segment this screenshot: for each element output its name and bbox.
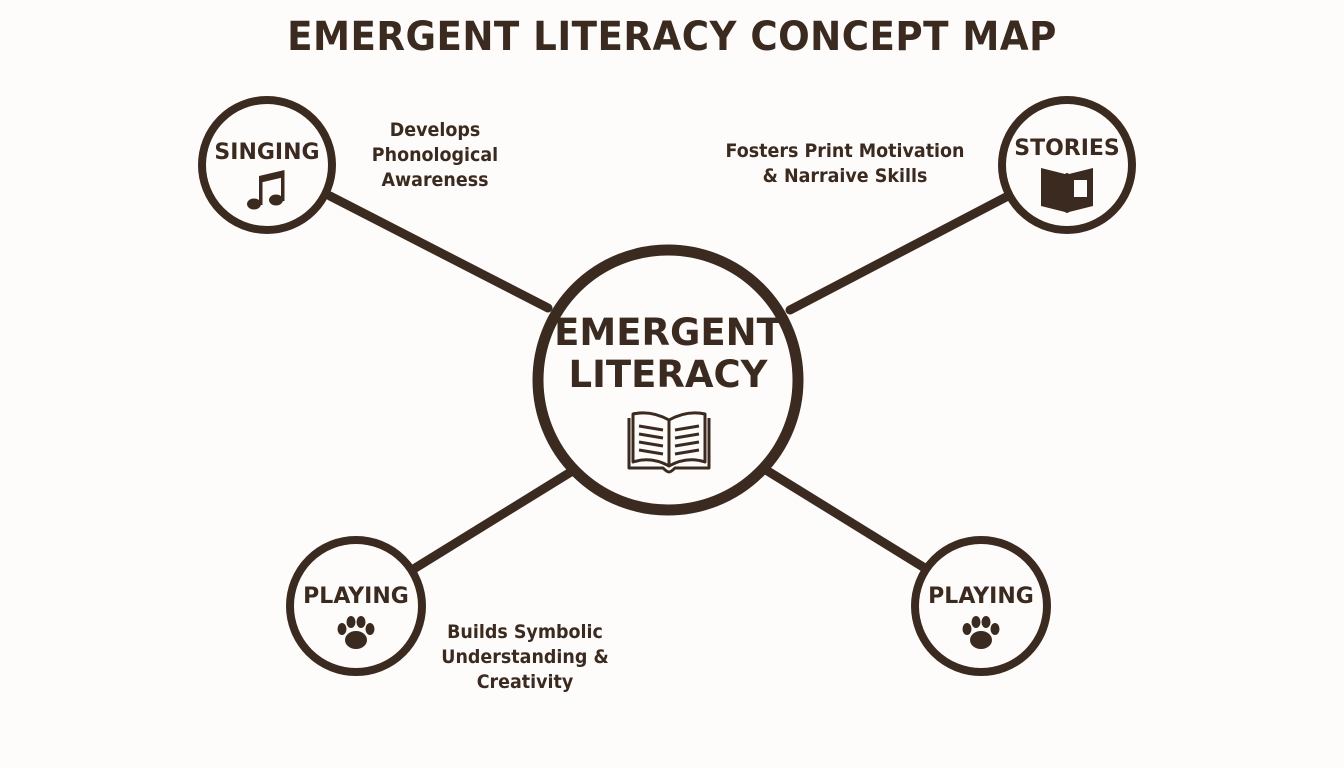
paw-icon bbox=[337, 616, 375, 649]
playing-note-line-3: Creativity bbox=[476, 671, 574, 693]
playing-right-label: PLAYING bbox=[928, 584, 1034, 609]
playing-note-line-1: Builds Symbolic bbox=[447, 621, 603, 643]
open-book-icon bbox=[627, 411, 711, 474]
singing-note: Develops Phonological Awareness bbox=[348, 118, 523, 193]
page-title: EMERGENT LITERACY CONCEPT MAP bbox=[287, 14, 1057, 60]
stories-label: STORIES bbox=[1014, 136, 1120, 161]
playing-left-label: PLAYING bbox=[303, 584, 409, 609]
connector-playing-right bbox=[761, 465, 933, 575]
connector-playing-left bbox=[407, 465, 579, 575]
center-node: EMERGENT LITERACY bbox=[532, 244, 804, 516]
singing-note-line-1: Develops bbox=[389, 119, 481, 141]
connectors bbox=[325, 191, 1013, 575]
book-icon bbox=[1041, 168, 1093, 213]
connector-stories bbox=[785, 191, 1013, 315]
paw-icon bbox=[962, 616, 1000, 649]
singing-label: SINGING bbox=[214, 140, 319, 165]
playing-note-line-2: Understanding & bbox=[441, 646, 609, 668]
playing-right-node: PLAYING bbox=[911, 536, 1051, 676]
stories-node: STORIES bbox=[998, 96, 1136, 234]
center-label-line1: EMERGENT bbox=[554, 311, 782, 354]
connector-singing bbox=[325, 191, 553, 313]
music-note-icon bbox=[247, 170, 285, 210]
singing-note-line-3: Awareness bbox=[381, 169, 489, 191]
stories-note-line-2: & Narraive Skills bbox=[762, 165, 928, 187]
singing-note-line-2: Phonological bbox=[371, 144, 499, 166]
singing-node: SINGING bbox=[198, 96, 336, 234]
playing-note: Builds Symbolic Understanding & Creativi… bbox=[424, 620, 626, 695]
stories-note: Fosters Print Motivation & Narraive Skil… bbox=[716, 139, 974, 189]
stories-note-line-1: Fosters Print Motivation bbox=[725, 140, 965, 162]
center-label-line2: LITERACY bbox=[569, 353, 769, 396]
playing-left-node: PLAYING bbox=[286, 536, 426, 676]
